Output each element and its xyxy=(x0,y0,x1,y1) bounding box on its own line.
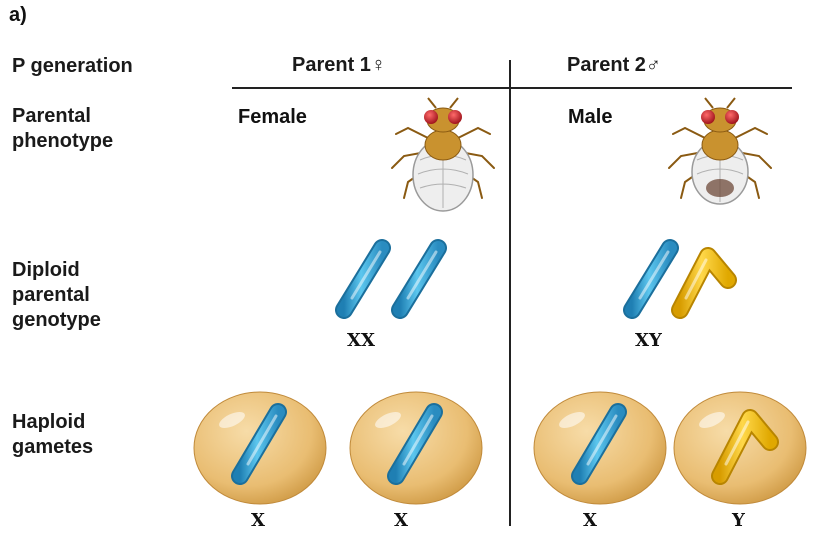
genotype-xy: XY xyxy=(635,330,662,351)
gamete-label: X xyxy=(251,510,265,531)
row-label-line: parental xyxy=(12,283,101,308)
panel-label: a) xyxy=(9,4,27,27)
diploid-xx-chromosomes xyxy=(330,238,460,328)
row-label-p-generation: P generation xyxy=(12,54,133,79)
gamete-cell-y xyxy=(670,388,810,508)
phenotype-female: Female xyxy=(238,106,307,129)
row-label-line: Parental xyxy=(12,104,113,129)
row-label-line: genotype xyxy=(12,308,101,333)
column-header-parent1: Parent 1♀ xyxy=(292,54,386,77)
gamete-label: X xyxy=(583,510,597,531)
column-header-parent2: Parent 2♂ xyxy=(567,54,661,77)
column-divider xyxy=(509,60,511,526)
gamete-label: Y xyxy=(732,510,745,531)
genotype-xx: XX xyxy=(347,330,375,351)
row-label-line: Diploid xyxy=(12,258,101,283)
header-underline xyxy=(232,87,792,89)
row-label-line: phenotype xyxy=(12,129,113,154)
row-label-line: Haploid xyxy=(12,410,93,435)
row-label-haploid-gametes: Haploid gametes xyxy=(12,410,93,460)
gamete-cell-x-1 xyxy=(190,388,330,508)
male-fly-image xyxy=(655,90,785,220)
gamete-cell-x-3 xyxy=(530,388,670,508)
diploid-xy-chromosomes xyxy=(618,238,748,328)
gamete-cell-x-2 xyxy=(346,388,486,508)
gamete-label: X xyxy=(394,510,408,531)
row-label-parental-phenotype: Parental phenotype xyxy=(12,104,113,154)
phenotype-male: Male xyxy=(568,106,612,129)
row-label-line: gametes xyxy=(12,435,93,460)
female-fly-image xyxy=(378,90,508,220)
row-label-diploid-genotype: Diploid parental genotype xyxy=(12,258,101,333)
